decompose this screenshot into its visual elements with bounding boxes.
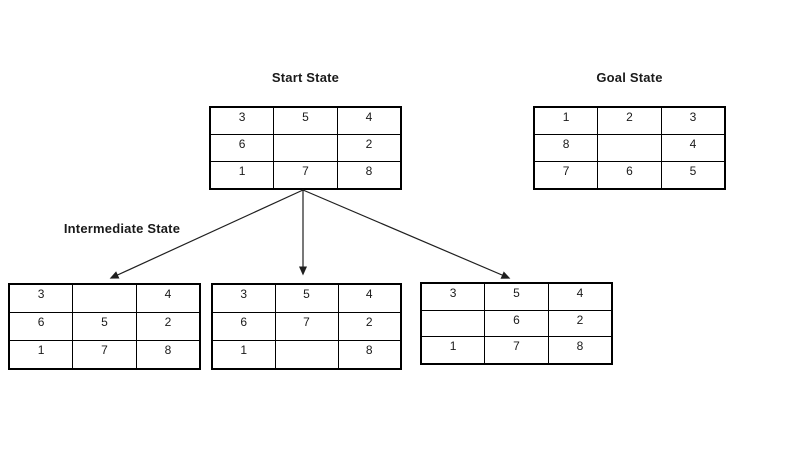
- table-row: 3 4: [8, 283, 201, 314]
- puzzle-cell: 1: [420, 336, 486, 365]
- puzzle-cell: 4: [135, 283, 201, 314]
- puzzle-cell: 8: [135, 339, 201, 370]
- puzzle-cell: 3: [211, 283, 276, 314]
- puzzle-cell: 4: [336, 106, 402, 136]
- puzzle-cell: 4: [660, 134, 726, 162]
- puzzle-cell: 1: [209, 160, 275, 190]
- puzzle-cell-blank: [420, 309, 486, 338]
- puzzle-cell: 5: [273, 106, 338, 136]
- intermediate-state-middle-table: 3 5 4 6 7 2 1 8: [211, 283, 402, 370]
- table-row: 6 5 2: [8, 312, 201, 341]
- intermediate-state-title: Intermediate State: [63, 221, 181, 236]
- puzzle-cell: 1: [533, 106, 599, 136]
- table-row: 1 7 8: [209, 160, 402, 190]
- puzzle-cell: 8: [336, 160, 402, 190]
- puzzle-cell: 8: [533, 134, 599, 162]
- puzzle-cell: 3: [8, 283, 74, 314]
- puzzle-cell-blank: [274, 339, 339, 370]
- puzzle-cell: 3: [209, 106, 275, 136]
- puzzle-cell: 2: [597, 106, 662, 136]
- table-row: 1 7 8: [8, 339, 201, 370]
- puzzle-cell: 6: [484, 309, 549, 338]
- puzzle-cell: 5: [274, 283, 339, 314]
- table-row: 3 5 4: [209, 106, 402, 136]
- puzzle-cell: 7: [274, 312, 339, 341]
- puzzle-cell: 3: [420, 282, 486, 311]
- table-row: 6 2: [209, 134, 402, 162]
- puzzle-cell-blank: [72, 283, 137, 314]
- puzzle-cell: 1: [8, 339, 74, 370]
- puzzle-cell: 7: [484, 336, 549, 365]
- arrow-start-to-intermediate-right-icon: [302, 189, 511, 279]
- start-state-title: Start State: [271, 70, 340, 85]
- table-row: 6 7 2: [211, 312, 402, 341]
- goal-state-title: Goal State: [596, 70, 663, 85]
- table-row: 1 8: [211, 339, 402, 370]
- puzzle-cell: 2: [547, 309, 613, 338]
- table-row: 8 4: [533, 134, 726, 162]
- start-state-table: 3 5 4 6 2 1 7 8: [209, 106, 402, 190]
- puzzle-cell: 3: [660, 106, 726, 136]
- puzzle-cell: 5: [484, 282, 549, 311]
- puzzle-cell: 6: [597, 160, 662, 190]
- puzzle-cell: 2: [135, 312, 201, 341]
- goal-state-table: 1 2 3 8 4 7 6 5: [533, 106, 726, 190]
- puzzle-cell: 8: [547, 336, 613, 365]
- puzzle-cell: 4: [547, 282, 613, 311]
- puzzle-cell: 5: [72, 312, 137, 341]
- puzzle-cell-blank: [597, 134, 662, 162]
- table-row: 6 2: [420, 309, 613, 338]
- table-row: 3 5 4: [211, 283, 402, 314]
- table-row: 1 7 8: [420, 336, 613, 365]
- puzzle-cell-blank: [273, 134, 338, 162]
- table-row: 1 2 3: [533, 106, 726, 136]
- intermediate-state-left-table: 3 4 6 5 2 1 7 8: [8, 283, 201, 370]
- table-row: 7 6 5: [533, 160, 726, 190]
- puzzle-cell: 7: [72, 339, 137, 370]
- puzzle-cell: 7: [273, 160, 338, 190]
- puzzle-cell: 2: [337, 312, 402, 341]
- table-row: 3 5 4: [420, 282, 613, 311]
- puzzle-cell: 5: [660, 160, 726, 190]
- puzzle-cell: 2: [336, 134, 402, 162]
- puzzle-cell: 6: [211, 312, 276, 341]
- puzzle-cell: 6: [8, 312, 74, 341]
- puzzle-cell: 8: [337, 339, 402, 370]
- puzzle-cell: 6: [209, 134, 275, 162]
- intermediate-state-right-table: 3 5 4 6 2 1 7 8: [420, 282, 613, 365]
- puzzle-cell: 1: [211, 339, 276, 370]
- puzzle-cell: 7: [533, 160, 599, 190]
- puzzle-cell: 4: [337, 283, 402, 314]
